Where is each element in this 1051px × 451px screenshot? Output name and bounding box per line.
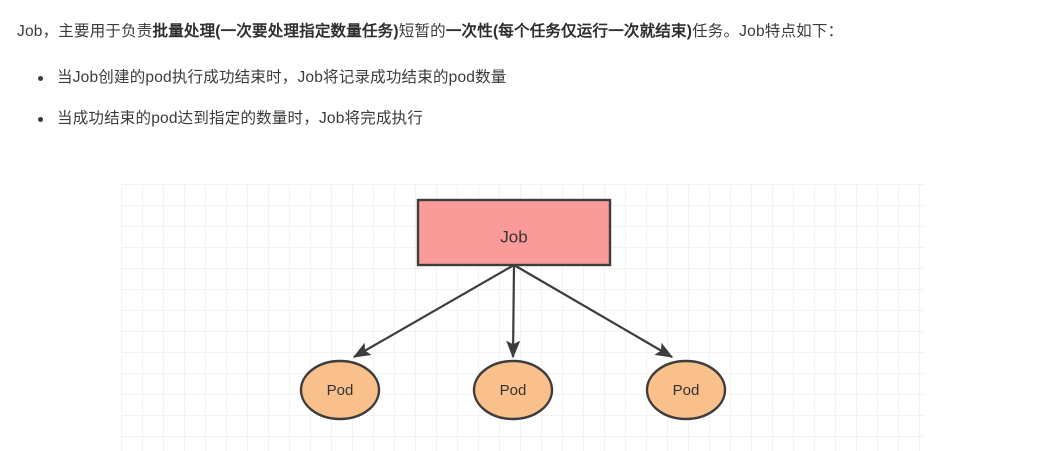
diagram-node-pod3[interactable]: Pod (645, 359, 727, 421)
list-item: 当成功结束的pod达到指定的数量时，Job将完成执行 (0, 98, 1051, 139)
edge-job-to-pod2 (506, 264, 521, 359)
bullet-dot-icon (38, 75, 43, 81)
paragraph-segment-0: Job，主要用于负责 (17, 23, 153, 40)
pod-node-label: Pod (327, 382, 354, 399)
edge-job-to-pod1 (352, 264, 515, 358)
feature-bullet-list: 当Job创建的pod执行成功结束时，Job将记录成功结束的pod数量 当成功结束… (0, 57, 1051, 139)
job-pod-diagram: Job Pod Pod Pod (121, 184, 925, 451)
pod-node-label: Pod (500, 382, 527, 399)
diagram-node-job[interactable]: Job (416, 198, 612, 267)
pod-node-shape[interactable] (299, 359, 381, 421)
article-body: Job，主要用于负责批量处理(一次要处理指定数量任务)短暂的一次性(每个任务仅运… (0, 0, 1051, 139)
job-node-shape[interactable] (416, 198, 612, 267)
edge-job-to-pod3 (513, 264, 674, 358)
pod-node-shape[interactable] (645, 359, 727, 421)
list-item-label: 当Job创建的pod执行成功结束时，Job将记录成功结束的pod数量 (57, 69, 507, 86)
list-item-label: 当成功结束的pod达到指定的数量时，Job将完成执行 (57, 110, 424, 127)
pod-node-label: Pod (673, 382, 700, 399)
job-node-label: Job (500, 227, 527, 246)
paragraph-segment-4: 任务。Job特点如下： (692, 23, 844, 40)
intro-paragraph: Job，主要用于负责批量处理(一次要处理指定数量任务)短暂的一次性(每个任务仅运… (0, 0, 1051, 47)
bullet-dot-icon (38, 116, 43, 122)
diagram-node-pod1[interactable]: Pod (299, 359, 381, 421)
diagram-node-pod2[interactable]: Pod (472, 359, 554, 421)
paragraph-segment-3-bold: 一次性(每个任务仅运行一次就结束) (445, 23, 693, 40)
pod-node-shape[interactable] (472, 359, 554, 421)
list-item: 当Job创建的pod执行成功结束时，Job将记录成功结束的pod数量 (0, 57, 1051, 98)
paragraph-segment-2: 短暂的 (398, 23, 446, 40)
diagram-edges (352, 264, 674, 359)
paragraph-segment-1-bold: 批量处理(一次要处理指定数量任务) (152, 23, 399, 40)
